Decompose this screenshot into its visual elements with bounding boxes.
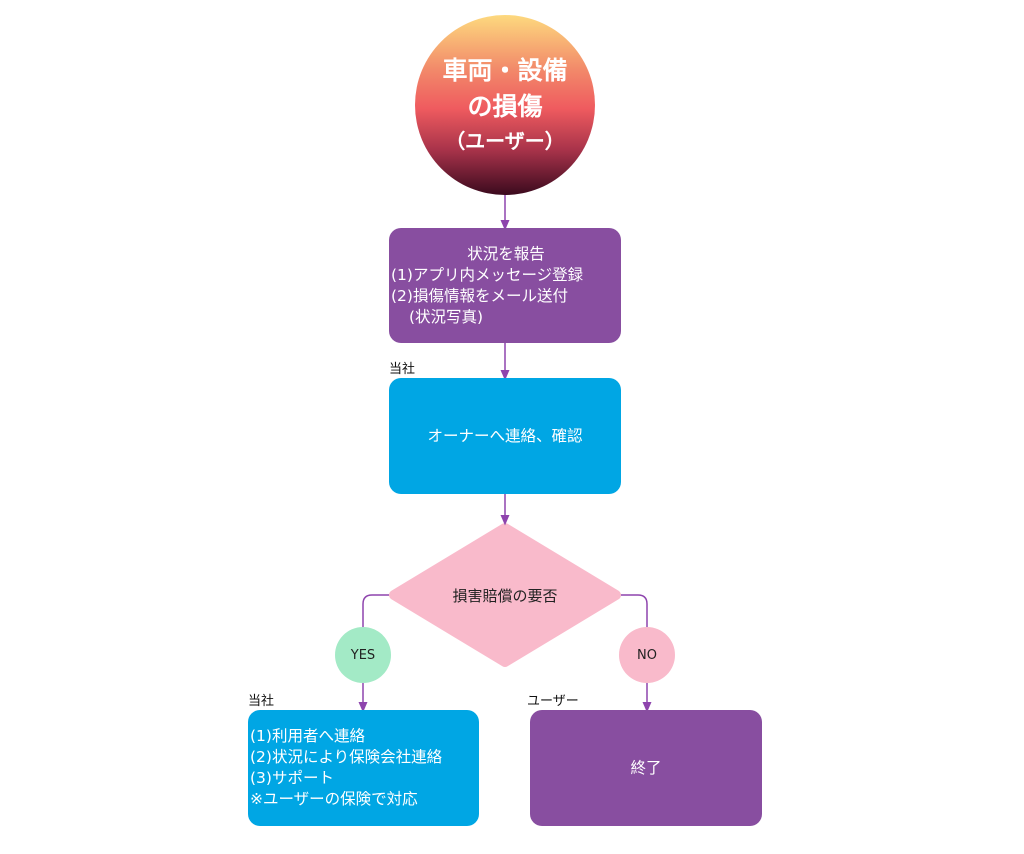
report-item-3: (状況写真) xyxy=(409,307,484,326)
end-text: 終了 xyxy=(630,758,662,777)
report-box: 状況を報告 (1)アプリ内メッセージ登録 (2)損傷情報をメール送付 (状況写真… xyxy=(389,228,621,343)
label-company-2: 当社 xyxy=(248,694,275,709)
contact-owner-box: オーナーへ連絡、確認 xyxy=(389,378,621,494)
yes-label: YES xyxy=(350,647,376,663)
decision-text: 損害賠償の要否 xyxy=(452,587,558,605)
decision-diamond xyxy=(389,523,621,667)
contact-owner-text: オーナーへ連絡、確認 xyxy=(427,426,583,445)
label-user: ユーザー xyxy=(527,694,579,709)
report-item-2: (2)損傷情報をメール送付 xyxy=(391,286,568,305)
start-line2: の損傷 xyxy=(467,92,543,121)
label-company-1: 当社 xyxy=(389,362,416,377)
start-line1: 車両・設備 xyxy=(442,56,568,85)
yes-item-2: (2)状況により保険会社連絡 xyxy=(250,748,443,766)
yes-note: ※ユーザーの保険で対応 xyxy=(250,790,418,808)
no-label: NO xyxy=(637,647,657,663)
end-box: 終了 xyxy=(530,710,762,826)
report-item-1: (1)アプリ内メッセージ登録 xyxy=(391,265,584,284)
yes-action-box: (1)利用者へ連絡 (2)状況により保険会社連絡 (3)サポート ※ユーザーの保… xyxy=(248,710,479,826)
line-decision-to-no xyxy=(621,594,648,627)
line-decision-to-yes xyxy=(362,594,389,627)
start-node-damage: 車両・設備 の損傷 （ユーザー） xyxy=(415,15,595,195)
yes-node: YES xyxy=(335,627,391,683)
start-line3: （ユーザー） xyxy=(445,129,565,153)
no-node: NO xyxy=(619,627,675,683)
yes-item-3: (3)サポート xyxy=(250,769,334,787)
report-title: 状況を報告 xyxy=(467,244,545,263)
yes-item-1: (1)利用者へ連絡 xyxy=(250,727,365,745)
